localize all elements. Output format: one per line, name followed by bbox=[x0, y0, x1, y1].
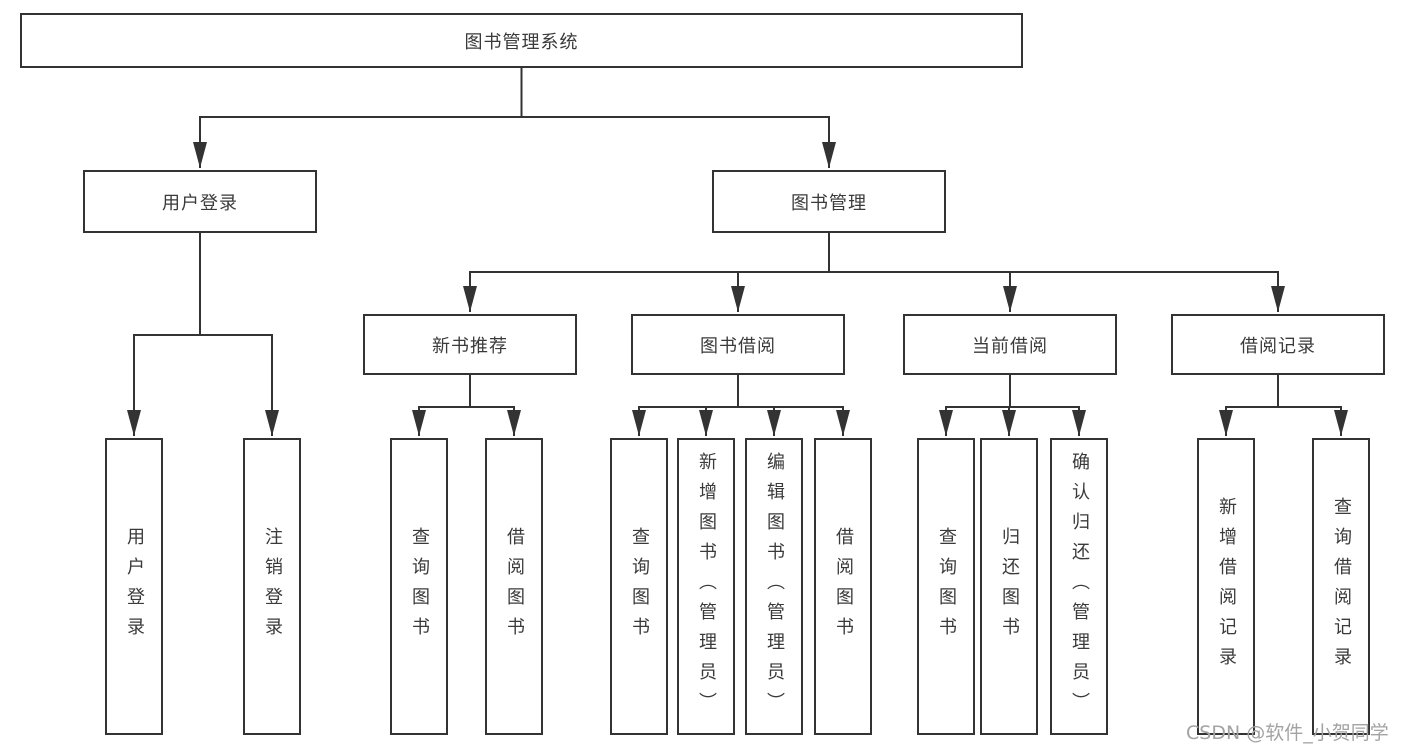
leaf-query-borrow-record-label: 查询借阅记录 bbox=[1331, 496, 1352, 677]
leaf-logout-label: 注销登录 bbox=[262, 526, 283, 647]
leaf-rec-query-books-label: 查询图书 bbox=[409, 526, 430, 647]
node-book-management-label: 图书管理 bbox=[791, 192, 867, 214]
leaf-confirm-return-admin-label: 确认归还（管理员） bbox=[1069, 451, 1090, 722]
leaf-add-books-admin: 新增图书（管理员） bbox=[677, 438, 735, 735]
node-root-label: 图书管理系统 bbox=[464, 31, 579, 53]
node-current-borrowing-label: 当前借阅 bbox=[972, 335, 1048, 357]
leaf-return-books-label: 归还图书 bbox=[999, 526, 1020, 647]
node-new-book-recommendation: 新书推荐 bbox=[363, 314, 577, 375]
node-user-login: 用户登录 bbox=[83, 170, 317, 233]
leaf-confirm-return-admin: 确认归还（管理员） bbox=[1050, 438, 1108, 735]
node-book-borrowing: 图书借阅 bbox=[631, 314, 845, 375]
leaf-borrow-query-books-label: 查询图书 bbox=[629, 526, 650, 647]
leaf-rec-borrow-books-label: 借阅图书 bbox=[504, 526, 525, 647]
leaf-borrow-borrow-books-label: 借阅图书 bbox=[833, 526, 854, 647]
leaf-borrow-query-books: 查询图书 bbox=[610, 438, 668, 735]
leaf-current-query-books-label: 查询图书 bbox=[936, 526, 957, 647]
node-borrowing-records-label: 借阅记录 bbox=[1240, 335, 1316, 357]
leaf-user-login: 用户登录 bbox=[105, 438, 163, 735]
leaf-query-borrow-record: 查询借阅记录 bbox=[1312, 438, 1370, 735]
node-book-borrowing-label: 图书借阅 bbox=[700, 335, 776, 357]
leaf-add-borrow-record-label: 新增借阅记录 bbox=[1216, 496, 1237, 677]
node-root: 图书管理系统 bbox=[20, 13, 1023, 68]
leaf-logout: 注销登录 bbox=[243, 438, 301, 735]
leaf-return-books: 归还图书 bbox=[980, 438, 1038, 735]
node-user-login-label: 用户登录 bbox=[162, 192, 238, 214]
watermark: CSDN @软件_小贺同学 bbox=[1186, 722, 1389, 744]
leaf-add-books-admin-label: 新增图书（管理员） bbox=[696, 451, 717, 722]
leaf-rec-query-books: 查询图书 bbox=[390, 438, 448, 735]
node-book-management: 图书管理 bbox=[712, 170, 946, 233]
node-borrowing-records: 借阅记录 bbox=[1171, 314, 1385, 375]
leaf-borrow-borrow-books: 借阅图书 bbox=[814, 438, 872, 735]
leaf-user-login-label: 用户登录 bbox=[124, 526, 145, 647]
leaf-current-query-books: 查询图书 bbox=[917, 438, 975, 735]
leaf-add-borrow-record: 新增借阅记录 bbox=[1197, 438, 1255, 735]
node-new-book-recommendation-label: 新书推荐 bbox=[432, 335, 508, 357]
node-current-borrowing: 当前借阅 bbox=[903, 314, 1117, 375]
leaf-edit-books-admin: 编辑图书（管理员） bbox=[745, 438, 803, 735]
leaf-rec-borrow-books: 借阅图书 bbox=[485, 438, 543, 735]
leaf-edit-books-admin-label: 编辑图书（管理员） bbox=[764, 451, 785, 722]
